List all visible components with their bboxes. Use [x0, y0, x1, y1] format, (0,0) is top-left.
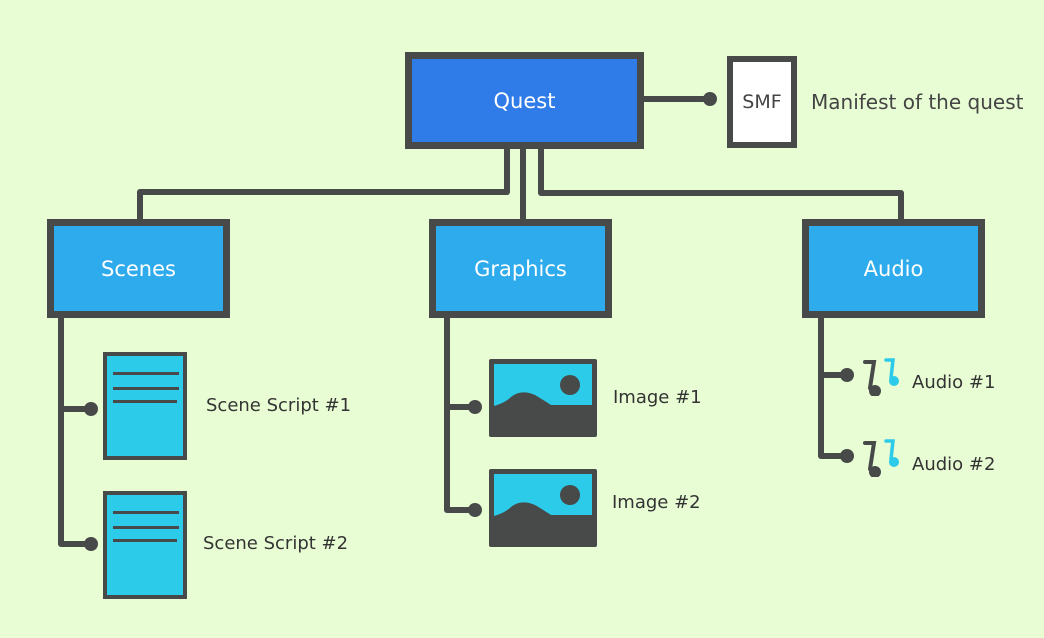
connector-dot [840, 449, 854, 463]
image-icon[interactable] [489, 359, 597, 437]
document-icon[interactable] [103, 491, 187, 599]
connector-audio-items [818, 318, 846, 459]
music-note-icon[interactable] [860, 437, 904, 477]
graphics-node[interactable]: Graphics [429, 219, 612, 318]
connector-scenes-items [58, 318, 90, 547]
scene-script-2-label: Scene Script #2 [203, 533, 349, 554]
connector-dot [468, 503, 482, 517]
connector-quest-scenes [137, 149, 510, 222]
manifest-node[interactable]: SMF [727, 56, 797, 148]
audio-1-label: Audio #1 [912, 372, 996, 393]
connector-dot [468, 400, 482, 414]
document-icon[interactable] [103, 352, 187, 460]
connector-dot [84, 402, 98, 416]
image-icon[interactable] [489, 469, 597, 547]
scene-script-1-label: Scene Script #1 [206, 395, 352, 416]
connector-graphics-items [444, 318, 474, 513]
scenes-node[interactable]: Scenes [47, 219, 230, 318]
scenes-label: Scenes [101, 256, 176, 281]
audio-label: Audio [863, 256, 924, 281]
music-note-icon[interactable] [860, 356, 904, 396]
connector-dot [703, 92, 717, 106]
audio-2-label: Audio #2 [912, 454, 996, 475]
image-1-label: Image #1 [613, 387, 702, 408]
graphics-label: Graphics [474, 256, 567, 281]
connector-dot [84, 537, 98, 551]
quest-node[interactable]: Quest [405, 52, 644, 149]
connector-quest-audio [538, 149, 904, 222]
manifest-label: SMF [742, 91, 782, 113]
image-2-label: Image #2 [612, 492, 701, 513]
audio-node[interactable]: Audio [802, 219, 985, 318]
quest-label: Quest [493, 88, 556, 113]
manifest-description: Manifest of the quest [811, 90, 1024, 114]
connector-dot [840, 368, 854, 382]
